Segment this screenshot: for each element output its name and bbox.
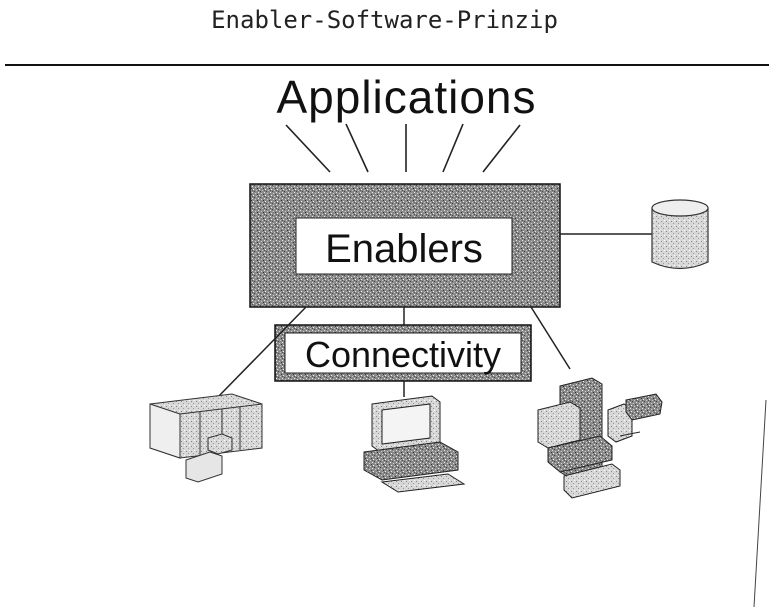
page-title: Enabler-Software-Prinzip xyxy=(211,6,558,34)
mainframe-icon xyxy=(149,393,263,483)
application-connector-lines xyxy=(285,123,521,173)
machine-tool-icon xyxy=(537,377,663,499)
machine-connector-line xyxy=(530,306,571,370)
applications-label: Applications xyxy=(276,71,537,123)
mainframe-connector-line xyxy=(215,306,307,400)
connectivity-label: Connectivity xyxy=(305,334,501,375)
title-divider xyxy=(5,64,769,66)
personal-computer-icon xyxy=(363,395,466,493)
scan-edge-line xyxy=(753,399,767,607)
enablers-label: Enablers xyxy=(325,227,483,271)
database-icon xyxy=(651,199,709,270)
connectivity-label-box xyxy=(284,332,522,374)
enablers-label-box xyxy=(295,217,513,275)
